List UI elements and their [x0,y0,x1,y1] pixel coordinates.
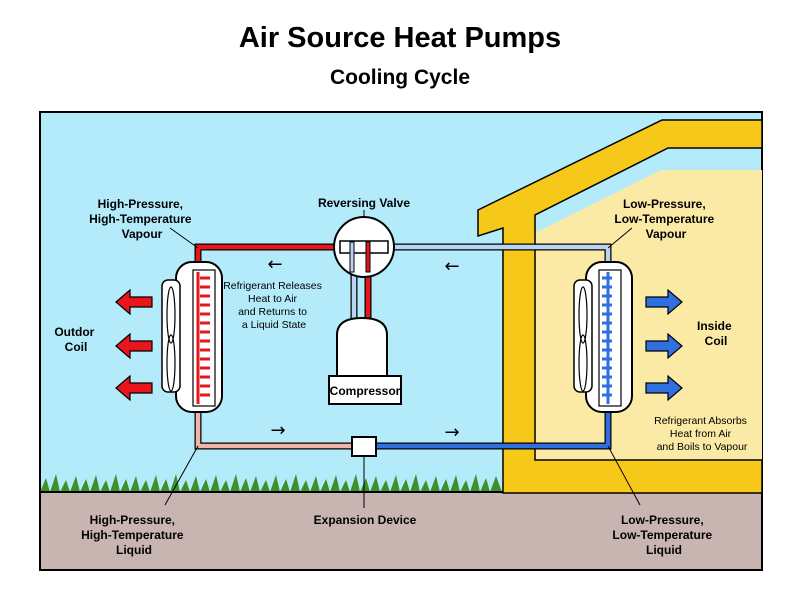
label-compressor: Compressor [330,384,401,398]
absorb-arrow-1 [645,288,683,316]
ground [39,491,763,571]
diagram-title: Air Source Heat Pumps [238,22,562,54]
label-expansion-device: Expansion Device [314,513,417,527]
absorb-arrow-2 [645,332,683,360]
heat-arrow-2 [115,332,153,360]
label-lp-liquid: Low-Pressure, Low-Temperature Liquid [612,513,715,557]
compressor [328,316,402,405]
inside-coil [573,261,633,413]
label-hp-liquid: High-Pressure, High-Temperature Liquid [81,513,187,557]
label-lp-vapour: Low-Pressure, Low-Temperature Vapour [614,197,717,241]
note-absorbs-heat: Refrigerant Absorbs Heat from Air and Bo… [654,415,750,453]
expansion-device [351,436,377,457]
heat-release-arrows [115,288,153,402]
heat-arrow-3 [115,374,153,402]
flow-arrow-bottom-right: → [444,422,459,443]
flow-arrow-top-left: ← [267,254,282,275]
label-inside-coil: Inside Coil [697,319,735,348]
label-hp-vapour: High-Pressure, High-Temperature Vapour [89,197,195,241]
house-frame [477,119,763,494]
label-outdoor-coil: Outdor Coil [54,325,97,354]
diagram-subtitle: Cooling Cycle [329,66,471,89]
heat-arrow-1 [115,288,153,316]
grass [40,474,502,492]
flow-arrow-bottom-left: → [270,420,285,441]
label-reversing-valve: Reversing Valve [318,196,410,210]
heat-absorb-arrows [645,288,683,402]
outdoor-coil [161,261,223,413]
leader-lines [164,210,641,508]
absorb-arrow-3 [645,374,683,402]
note-releases-heat: Refrigerant Releases Heat to Air and Ret… [223,280,325,331]
flow-arrow-top-right: ← [444,256,459,277]
reversing-valve [333,216,395,278]
